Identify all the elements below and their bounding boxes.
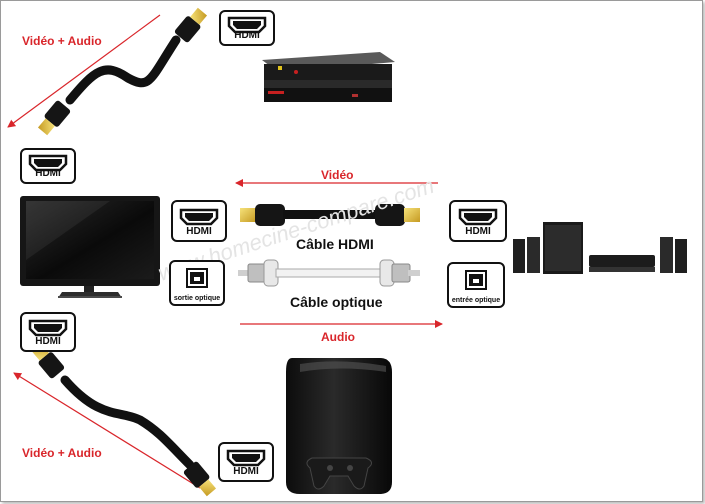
label-cable-optique: Câble optique: [290, 294, 383, 310]
set-top-box: [262, 52, 395, 102]
label-cable-hdmi: Câble HDMI: [296, 236, 374, 252]
label-video: Vidéo: [321, 168, 354, 182]
hdmi-port-icon: [28, 319, 68, 337]
optical-out-label: sortie optique: [173, 295, 221, 302]
optical-port-icon: [465, 270, 487, 290]
television: [20, 196, 160, 298]
optical-in-port: entrée optique: [447, 262, 505, 308]
hdmi-port-label: HDMI: [35, 168, 61, 179]
game-console: [286, 358, 392, 494]
arrow-bottom-left: [13, 372, 201, 489]
hdmi-port-console: HDMI: [218, 442, 274, 482]
label-video-audio-bottom: Vidéo + Audio: [22, 446, 102, 460]
hdmi-cable-bottom: [31, 343, 217, 497]
hdmi-port-tv-bottom: HDMI: [20, 312, 76, 352]
optical-in-label: entrée optique: [451, 297, 501, 304]
hdmi-port-tv-side: HDMI: [171, 200, 227, 242]
label-audio: Audio: [321, 330, 355, 344]
hdmi-port-icon: [226, 449, 266, 467]
hdmi-cable-top: [37, 7, 208, 136]
hdmi-port-icon: [28, 154, 68, 172]
hdmi-port-icon: [458, 208, 498, 226]
hdmi-port-label: HDMI: [233, 466, 259, 477]
hdmi-port-icon: [227, 16, 267, 34]
home-theater-system: [513, 222, 687, 274]
hdmi-port-label: HDMI: [465, 226, 491, 237]
hdmi-port-label: HDMI: [186, 226, 212, 237]
hdmi-port-icon: [179, 208, 219, 226]
hdmi-port-label: HDMI: [35, 336, 61, 347]
hdmi-port-label: HDMI: [234, 30, 260, 41]
hdmi-cable-center: [240, 204, 420, 226]
optical-out-port: sortie optique: [169, 260, 225, 306]
optical-port-icon: [186, 268, 208, 288]
arrow-top-left: [7, 14, 161, 128]
hdmi-port-settop: HDMI: [219, 10, 275, 46]
optical-cable: [238, 259, 420, 287]
label-video-audio-top: Vidéo + Audio: [22, 34, 102, 48]
hdmi-port-hometheater: HDMI: [449, 200, 507, 242]
hdmi-port-tv-top: HDMI: [20, 148, 76, 184]
